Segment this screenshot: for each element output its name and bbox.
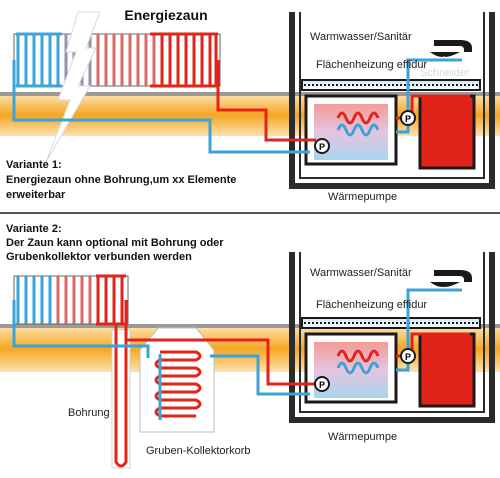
energy-fence [13,32,221,88]
label-gruben-kollektorkorb: Gruben-Kollektorkorb [146,445,251,457]
variant1-line2: erweiterbar [6,189,66,201]
variant2-panel: Variante 2: Der Zaun kann optional mit B… [0,223,500,469]
label-waermepumpe: Wärmepumpe [328,191,397,203]
svg-text:P: P [319,380,325,390]
svg-text:P: P [319,142,325,152]
pump-icon: P [400,348,416,364]
ground-surface [0,92,500,96]
floor-heating-strip [301,317,481,329]
variant2-line1: Der Zaun kann optional mit Bohrung oder [6,237,224,249]
svg-text:P: P [405,114,411,124]
pump-icon: P [314,138,330,154]
house-frame [289,252,495,423]
variant2-heading: Variante 2: [6,223,62,235]
page-title: Energiezaun [124,7,207,23]
hot-water-tank [418,332,476,408]
svg-text:P: P [405,352,411,362]
label-warmwasser: Warmwasser/Sanitär [310,267,412,279]
faucet-icon [430,270,472,287]
faucet-icon [430,40,472,57]
ground-layer [0,94,500,136]
house-frame [289,12,495,189]
label-flaechenheizung: Flächenheizung effidur [316,299,427,311]
variant1-heading: Variante 1: [6,159,62,171]
ground-surface [0,324,500,328]
pit-collector-basket [139,327,215,433]
label-warmwasser: Warmwasser/Sanitär [310,31,412,43]
borehole [111,324,131,469]
pump-icon: P [400,110,416,126]
floor-heating-strip [301,79,481,91]
variant1-panel: P P Energiezaun Warmwasser/Sanitär Fläch… [0,7,500,203]
label-flaechenheizung: Flächenheizung effidur [316,59,427,71]
label-waermepumpe: Wärmepumpe [328,431,397,443]
pump-icon: P [314,376,330,392]
variant2-line2: Grubenkollektor verbunden werden [6,251,192,263]
energy-fence [13,274,129,326]
variant1-line1: Energiezaun ohne Bohrung,um xx Elemente [6,174,236,186]
hot-water-tank [418,94,476,170]
lightning-bolt-icon [45,11,101,163]
watermark: Schneider [420,67,470,79]
label-bohrung: Bohrung [68,407,110,419]
